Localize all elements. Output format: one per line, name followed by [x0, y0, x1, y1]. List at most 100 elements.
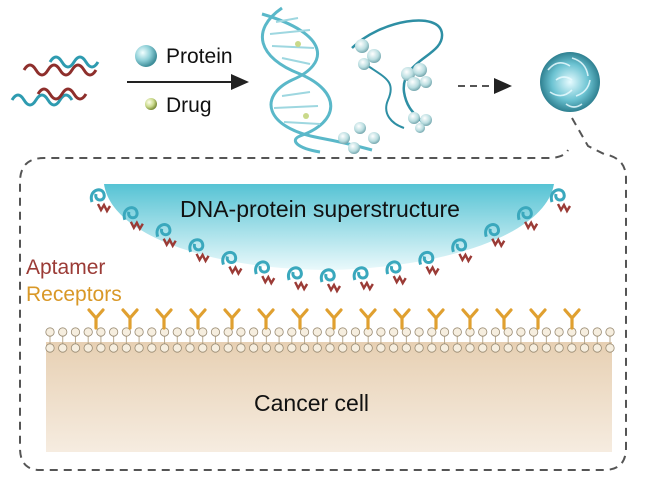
lipid-head [210, 343, 221, 353]
lipid-head [134, 343, 144, 353]
aptamer-icon [122, 206, 144, 232]
cell-membrane [45, 327, 615, 353]
lipid-head [529, 327, 539, 337]
aptamer-icon [484, 223, 506, 249]
lipid-head [579, 343, 590, 353]
lipid-head [287, 327, 297, 337]
lipid-head [579, 327, 590, 337]
lipid-head [121, 343, 131, 353]
receptor-icon [189, 308, 207, 330]
lipid-head [350, 327, 361, 337]
aptamer-icon [451, 238, 473, 264]
receptor-icon [393, 308, 411, 330]
aptamer-icon [352, 266, 374, 292]
lipid-head [287, 343, 297, 353]
lipid-head [210, 327, 221, 337]
lipid-head [401, 343, 411, 353]
receptor-icon [291, 308, 309, 330]
lipid-head [541, 343, 551, 353]
aptamer-icon [418, 250, 440, 277]
zoom-callout-border [19, 117, 627, 471]
aptamer-icon [319, 268, 342, 294]
lipid-head [83, 327, 93, 337]
nanoflower-icon [540, 52, 600, 112]
lipid-head [198, 343, 208, 353]
lipid-head [338, 327, 348, 337]
dna-strands-icon [10, 55, 100, 107]
lipid-head [376, 327, 386, 337]
lipid-head [541, 327, 551, 337]
lipid-head [592, 343, 602, 353]
lipid-head [223, 343, 233, 353]
aptamer-icon [385, 260, 407, 286]
aptamer-icon [155, 223, 177, 249]
superstructure-label: DNA-protein superstructure [180, 196, 460, 222]
receptor-icon [87, 308, 105, 330]
lipid-head [299, 327, 310, 337]
lipid-head [605, 327, 615, 337]
aptamer-icon [254, 260, 276, 286]
lipid-head [554, 327, 564, 337]
lipid-head [274, 343, 284, 353]
lipid-head [58, 327, 68, 337]
superstructure-crescent [104, 184, 554, 270]
lipid-head [147, 343, 157, 353]
aptamer-label: Aptamer [26, 256, 106, 279]
lipid-head [312, 343, 322, 353]
lipid-head [274, 327, 284, 337]
lipid-head [478, 327, 488, 337]
lipid-head [70, 343, 81, 353]
lipid-head [338, 343, 348, 353]
lipid-head [325, 327, 335, 337]
lipid-head [96, 343, 106, 353]
aptamer-icon [188, 238, 210, 264]
receptor-icon [427, 308, 445, 330]
lipid-head [516, 343, 526, 353]
receptor-icon [529, 308, 547, 330]
lipid-head [70, 327, 81, 337]
lipid-head [45, 343, 55, 353]
lipid-head [465, 343, 475, 353]
lipid-head [503, 343, 513, 353]
lipid-head [414, 327, 424, 337]
lipid-head [198, 327, 208, 337]
lipid-head [503, 327, 513, 337]
lipid-head [325, 343, 335, 353]
drug-label: Drug [166, 94, 212, 117]
lipid-head [605, 343, 615, 353]
aptamer-icon [516, 206, 539, 232]
lipid-head [134, 327, 144, 337]
lipid-head [172, 327, 182, 337]
lipid-head [490, 343, 501, 353]
lipid-head [236, 343, 246, 353]
lipid-head [299, 343, 310, 353]
lipid-head [350, 343, 361, 353]
receptor-icon [563, 308, 581, 330]
receptor-icon [495, 308, 513, 330]
receptor-icon [461, 308, 479, 330]
lipid-head [516, 327, 526, 337]
lipid-head [439, 327, 450, 337]
lipid-head [159, 343, 170, 353]
aptamer-icon [286, 266, 309, 292]
lipid-head [83, 343, 93, 353]
lipid-head [452, 343, 462, 353]
lipid-head [529, 343, 539, 353]
receptor-icon [121, 308, 139, 330]
lipid-head [172, 343, 182, 353]
lipid-head [427, 343, 437, 353]
protein-cluster-icon [351, 19, 444, 133]
lipid-head [236, 327, 246, 337]
lipid-head [312, 327, 322, 337]
receptor-icon [257, 308, 275, 330]
lipid-head [427, 327, 437, 337]
lipid-head [58, 343, 68, 353]
lipid-head [249, 327, 259, 337]
cancer-cell-body [46, 342, 612, 452]
lipid-head [109, 327, 119, 337]
protein-label: Protein [166, 45, 233, 68]
receptor-array [87, 308, 581, 330]
lipid-head [478, 343, 488, 353]
lipid-head [490, 327, 501, 337]
